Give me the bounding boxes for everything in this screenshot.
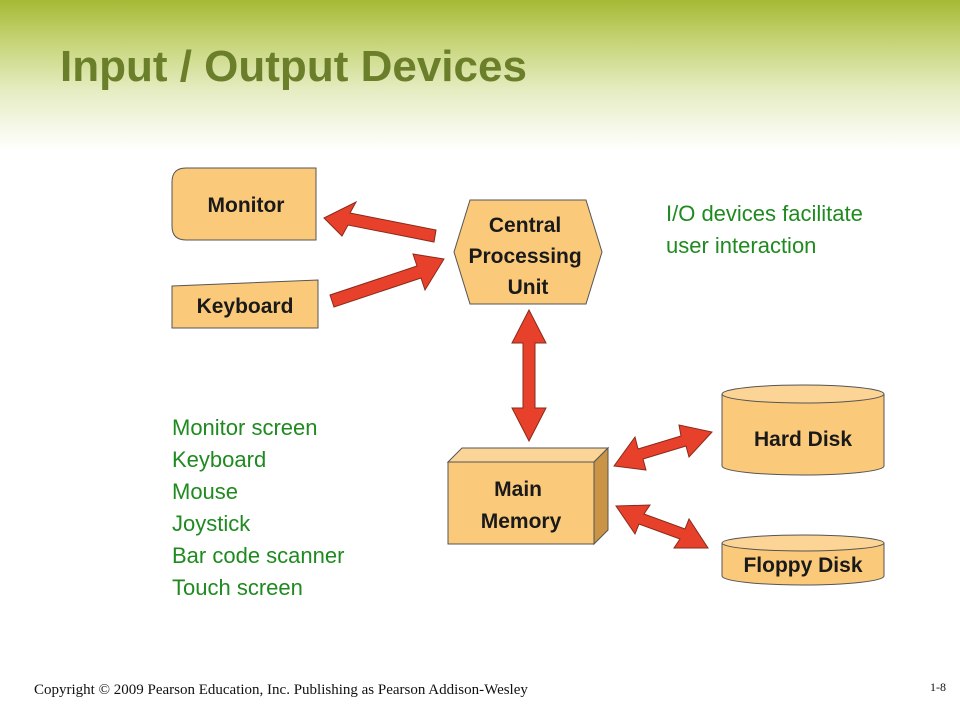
floppy-disk-label: Floppy Disk: [743, 554, 862, 577]
device-list-item: Mouse: [172, 479, 239, 504]
slide-title: Input / Output Devices: [60, 42, 527, 91]
device-list-item: Touch screen: [172, 575, 303, 600]
main-memory-label-line-2: Memory: [481, 510, 562, 533]
copyright-footer: Copyright © 2009 Pearson Education, Inc.…: [34, 682, 528, 698]
cpu-label-line-1: Central: [489, 214, 561, 237]
io-devices-note: I/O devices facilitate user interaction: [666, 198, 863, 262]
arrow-cpu-to-monitor: [323, 200, 437, 243]
main-memory-label-line-1: Main: [494, 478, 542, 501]
main-memory-label: Main Memory: [481, 478, 562, 533]
io-note-line-2: user interaction: [666, 233, 817, 258]
cpu-label: Central Processing Unit: [468, 214, 587, 299]
device-list-item: Monitor screen: [172, 415, 318, 440]
device-list-item: Joystick: [172, 511, 251, 536]
main-memory-node: Main Memory: [446, 446, 610, 546]
keyboard-label: Keyboard: [197, 295, 294, 318]
arrow-memory-floppy-disk: [615, 504, 709, 549]
cpu-label-line-2: Processing: [468, 245, 581, 268]
io-note-line-1: I/O devices facilitate: [666, 201, 863, 226]
cpu-node: Central Processing Unit: [453, 199, 603, 305]
hard-disk-node: Hard Disk: [721, 384, 885, 476]
monitor-label: Monitor: [208, 194, 285, 217]
monitor-node: Monitor: [171, 167, 317, 241]
title-band: [0, 0, 960, 150]
device-list-item: Bar code scanner: [172, 543, 345, 568]
device-list: Monitor screen Keyboard Mouse Joystick B…: [172, 412, 344, 604]
arrow-keyboard-to-cpu: [329, 253, 445, 308]
keyboard-node: Keyboard: [171, 279, 319, 329]
floppy-disk-node: Floppy Disk: [721, 534, 885, 586]
hard-disk-label: Hard Disk: [754, 428, 852, 451]
arrow-cpu-memory: [511, 308, 547, 443]
device-list-item: Keyboard: [172, 447, 267, 472]
arrow-memory-hard-disk: [613, 424, 713, 471]
cpu-label-line-3: Unit: [508, 276, 549, 299]
slide-number: 1-8: [930, 680, 946, 694]
